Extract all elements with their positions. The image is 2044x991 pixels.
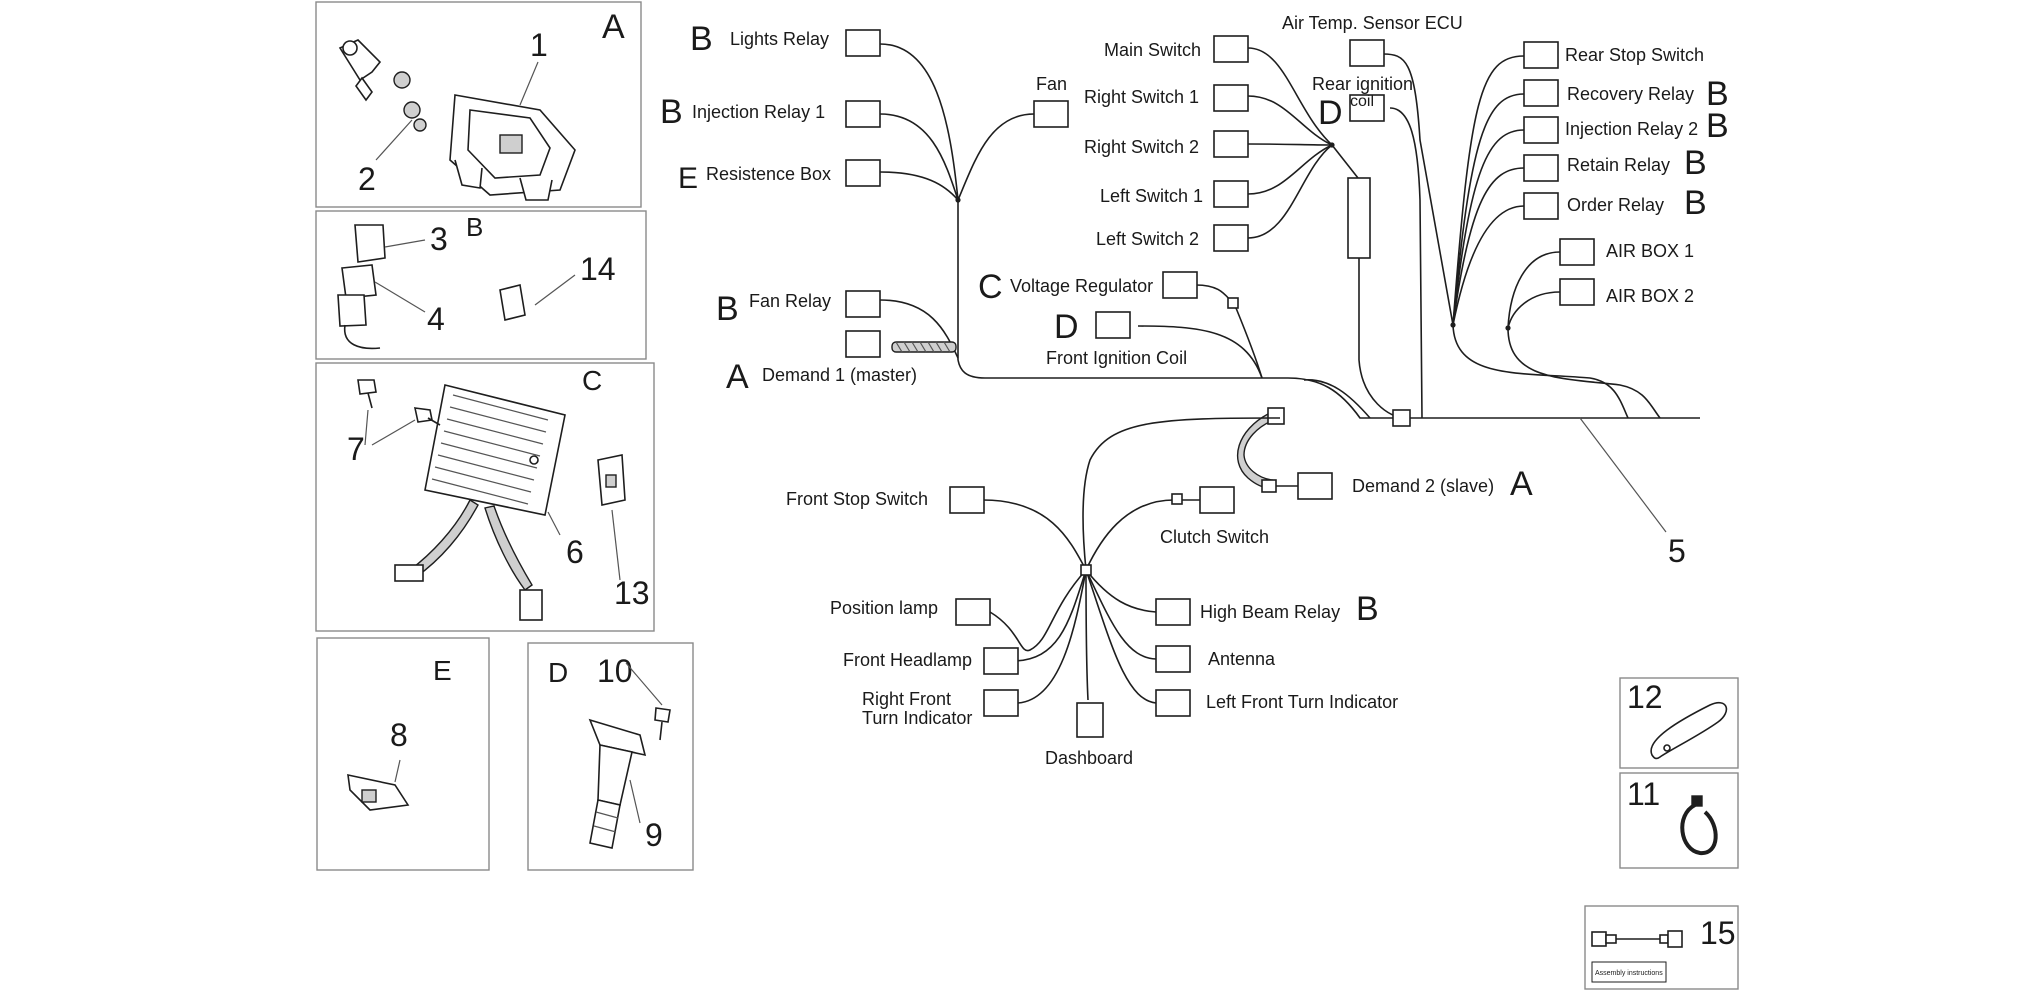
order-relay-label: Order Relay: [1567, 195, 1664, 215]
part-number-11: 11: [1627, 776, 1660, 812]
dashboard-label: Dashboard: [1045, 748, 1133, 768]
part-number-6: 6: [566, 534, 584, 570]
order-relay-code: B: [1684, 184, 1707, 222]
part-number-7: 7: [347, 431, 365, 467]
resistence-box-drawing: [347, 759, 410, 811]
panel-15: 15 Assembly instructions: [1584, 905, 1739, 990]
high-beam-relay-code: B: [1356, 590, 1379, 628]
ignition-coil-drawing: [588, 662, 671, 849]
air-box-1-label: AIR BOX 1: [1606, 241, 1694, 261]
front-headlamp-label: Front Headlamp: [843, 650, 972, 670]
position-lamp-label: Position lamp: [830, 598, 938, 618]
part-number-3: 3: [430, 221, 448, 257]
main-switch-label: Main Switch: [1104, 40, 1201, 60]
rear-ignition-coil-code: D: [1318, 94, 1343, 132]
panel-d: D 10 9: [527, 642, 694, 871]
fan-relay-code: B: [716, 290, 739, 328]
rear-stop-switch-label: Rear Stop Switch: [1565, 45, 1704, 65]
connector-boxes: [845, 29, 1595, 738]
relay-connector-drawing: [337, 224, 576, 350]
panel-b: B 3 4 14: [315, 210, 647, 360]
harness-number-5: 5: [1668, 533, 1686, 569]
part-number-1: 1: [530, 27, 548, 63]
front-stop-switch-label: Front Stop Switch: [786, 489, 928, 509]
injection-relay-1-label: Injection Relay 1: [692, 102, 825, 122]
harness-wires: [879, 43, 1700, 704]
left-switch-1-label: Left Switch 1: [1100, 186, 1203, 206]
panel-e-letter: E: [433, 655, 452, 686]
right-switch-1-label: Right Switch 1: [1084, 87, 1199, 107]
front-ignition-coil-label: Front Ignition Coil: [1046, 348, 1187, 368]
demand-1-label: Demand 1 (master): [762, 365, 917, 385]
retain-relay-label: Retain Relay: [1567, 155, 1670, 175]
part-number-8: 8: [390, 717, 408, 753]
panel-12: 12: [1619, 677, 1739, 769]
part-number-4: 4: [427, 301, 445, 337]
panel-d-letter: D: [548, 657, 568, 688]
component-labels: B Lights Relay B Injection Relay 1 E Res…: [660, 13, 1729, 768]
assembly-instructions-note: Assembly instructions: [1595, 970, 1663, 977]
part-number-13: 13: [614, 575, 650, 611]
panel-a-letter: A: [602, 8, 625, 46]
fan-label: Fan: [1036, 74, 1067, 94]
panel-a: A 1 2: [315, 1, 642, 208]
part-number-2: 2: [358, 161, 376, 197]
recovery-relay-label: Recovery Relay: [1567, 84, 1694, 104]
panel-c: C 7 6 13: [315, 362, 655, 632]
fan-relay-label: Fan Relay: [749, 291, 831, 311]
demand-1-code: A: [726, 358, 749, 396]
left-switch-2-label: Left Switch 2: [1096, 229, 1199, 249]
resistence-box-code: E: [678, 162, 698, 195]
ignition-switch-drawing: [449, 61, 576, 201]
rear-ignition-coil-label-1: Rear ignition: [1312, 74, 1413, 94]
part-number-14: 14: [580, 251, 616, 287]
rear-ignition-coil-label-2: coil: [1350, 93, 1374, 110]
air-temp-sensor-label: Air Temp. Sensor ECU: [1282, 13, 1463, 33]
voltage-regulator-code: C: [978, 268, 1003, 306]
resistence-box-label: Resistence Box: [706, 164, 831, 184]
demand-2-code: A: [1510, 465, 1533, 503]
air-box-2-label: AIR BOX 2: [1606, 286, 1694, 306]
injection-relay-2-code: B: [1706, 107, 1729, 145]
front-ignition-coil-code: D: [1054, 308, 1079, 346]
injection-relay-2-label: Injection Relay 2: [1565, 119, 1698, 139]
antenna-label: Antenna: [1208, 649, 1276, 669]
retain-relay-code: B: [1684, 144, 1707, 182]
high-beam-relay-label: High Beam Relay: [1200, 602, 1340, 622]
voltage-regulator-drawing: [357, 379, 626, 621]
clutch-switch-label: Clutch Switch: [1160, 527, 1269, 547]
lights-relay-code: B: [690, 20, 713, 58]
right-front-turn-label-2: Turn Indicator: [862, 708, 972, 728]
panel-b-letter: B: [466, 212, 483, 242]
part-number-15: 15: [1700, 915, 1736, 951]
injection-relay-1-code: B: [660, 93, 683, 131]
voltage-regulator-label: Voltage Regulator: [1010, 276, 1153, 296]
panel-e: E 8: [316, 637, 490, 871]
part-number-12: 12: [1627, 679, 1663, 715]
panel-c-letter: C: [582, 365, 602, 396]
demand-2-label: Demand 2 (slave): [1352, 476, 1494, 496]
panel-11: 11: [1619, 772, 1739, 869]
left-front-turn-label: Left Front Turn Indicator: [1206, 692, 1398, 712]
part-number-10: 10: [597, 653, 633, 689]
right-front-turn-label-1: Right Front: [862, 689, 951, 709]
key-drawing: [338, 39, 427, 161]
right-switch-2-label: Right Switch 2: [1084, 137, 1199, 157]
lights-relay-label: Lights Relay: [730, 29, 829, 49]
part-number-9: 9: [645, 817, 663, 853]
recovery-relay-code: B: [1706, 75, 1729, 113]
harness-details: [891, 142, 1511, 576]
